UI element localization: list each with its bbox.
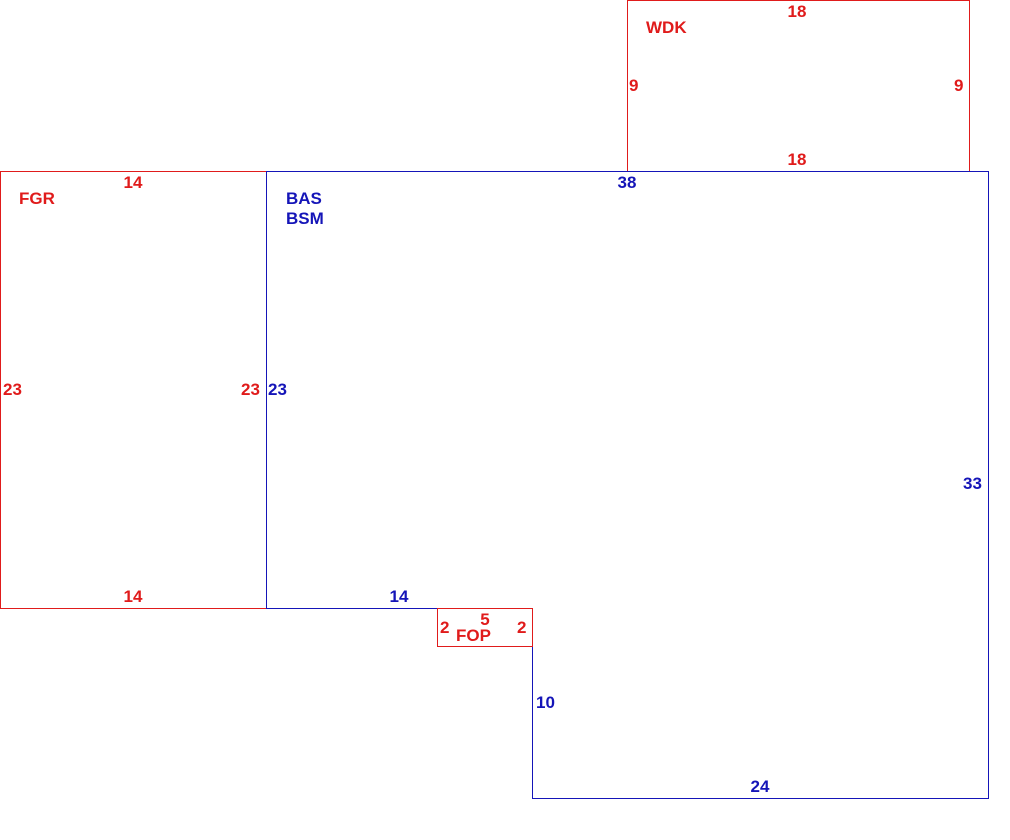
wdk-label: WDK <box>646 18 687 37</box>
fgr-right-dimension: 23 <box>241 380 260 399</box>
bas-step-dimension: 10 <box>536 693 555 712</box>
fop-right-dimension: 2 <box>517 618 527 637</box>
wdk-left-dimension: 9 <box>629 76 639 95</box>
bas-left-dimension: 23 <box>268 380 287 399</box>
bas-bottom-dimension: 24 <box>750 777 770 796</box>
fgr-top-dimension: 14 <box>123 173 143 192</box>
bas-top-dimension: 38 <box>617 173 637 192</box>
fgr-left-dimension: 23 <box>3 380 22 399</box>
wdk-right-dimension: 9 <box>954 76 964 95</box>
bas-outline <box>266 171 989 799</box>
bas-right-dimension: 33 <box>963 474 982 493</box>
bas-label: BAS <box>286 189 322 208</box>
bsm-label: BSM <box>286 209 324 228</box>
fop-label: FOP <box>456 626 491 645</box>
fop-outline <box>437 608 533 647</box>
fgr-label: FGR <box>19 189 55 208</box>
fgr-bottom-dimension: 14 <box>123 587 143 606</box>
wdk-bottom-dimension: 18 <box>787 150 807 169</box>
fgr-outline <box>0 171 267 609</box>
fop-left-dimension: 2 <box>440 618 450 637</box>
fop-top-dimension: 5 <box>480 610 490 629</box>
bas-lower-left-dimension: 14 <box>389 587 409 606</box>
wdk-top-dimension: 18 <box>787 2 807 21</box>
